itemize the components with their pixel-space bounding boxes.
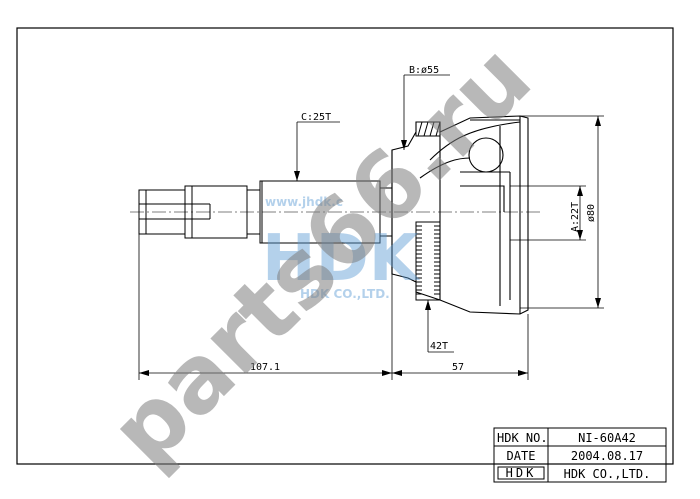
bottom-dimensions: [138, 234, 529, 380]
hdk-watermark: www.jhdk.c HDK HDK CO.,LTD.: [262, 195, 421, 301]
arrow-dia-top: [595, 116, 601, 126]
hdk-watermark-url: www.jhdk.c: [265, 195, 343, 209]
date-label: DATE: [507, 449, 536, 463]
shaft-step: [184, 185, 248, 239]
date-value: 2004.08.17: [571, 449, 643, 463]
title-block: [493, 427, 667, 483]
joint-length-label: 57: [452, 362, 464, 373]
abs-teeth-label: 42T: [430, 341, 448, 352]
arrow-len-mid-r: [392, 370, 402, 376]
shaft-length-label: 107.1: [250, 362, 280, 373]
parts-watermark: parts66.ru: [90, 24, 552, 486]
spline-c-label: C:25T: [301, 112, 331, 123]
spline-a-label: A:22T: [570, 202, 581, 232]
boot-callout: B:ø55: [401, 65, 450, 150]
arrow-len-right: [518, 370, 528, 376]
hdk-watermark-sub: HDK CO.,LTD.: [300, 287, 390, 301]
hdk-no-label: HDK NO.: [497, 431, 548, 445]
arrow-a-bottom: [577, 230, 583, 240]
company-name: HDK CO.,LTD.: [564, 467, 651, 481]
company-logo: HDK: [506, 466, 537, 480]
arrow-len-left: [139, 370, 149, 376]
spline-c-callout: C:25T: [294, 112, 340, 181]
arrow-dia-bottom: [595, 298, 601, 308]
outer-diameter-label: ø80: [586, 204, 597, 222]
arrow-a-top: [577, 186, 583, 196]
spline-shaft: [247, 180, 392, 244]
outer-joint-housing: [391, 115, 529, 315]
abs-callout: 42T: [425, 300, 454, 353]
hdk-watermark-logo: HDK: [262, 222, 421, 296]
drawing-frame: [16, 27, 674, 465]
hdk-no-value: NI-60A42: [578, 431, 636, 445]
boot-diameter-label: B:ø55: [409, 65, 439, 76]
boot-clamp: [415, 121, 441, 137]
right-dimensions: [510, 115, 604, 309]
arrow-len-mid-l: [382, 370, 392, 376]
abs-ring-teeth: [415, 221, 441, 301]
threaded-stub: [138, 189, 211, 235]
